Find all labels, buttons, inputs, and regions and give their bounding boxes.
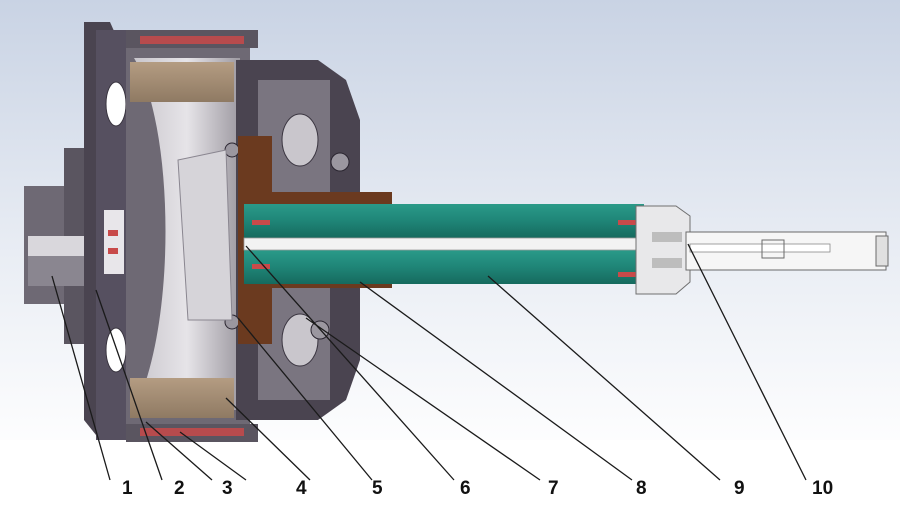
- housing: [84, 22, 258, 442]
- callout-8: 8: [636, 478, 647, 499]
- callout-9: 9: [734, 478, 745, 499]
- callout-3: 3: [222, 478, 233, 499]
- magnet-bottom: [130, 378, 234, 418]
- callout-4: 4: [296, 478, 307, 499]
- teal-tube: [243, 204, 661, 284]
- callout-5: 5: [372, 478, 383, 499]
- callout-2: 2: [174, 478, 185, 499]
- probe-rod: [685, 231, 889, 271]
- callout-labels: 1 2 3 4 5 6 7 8 9 10: [122, 478, 833, 499]
- callout-1: 1: [122, 478, 133, 499]
- copper-flange: [238, 136, 392, 344]
- magnet-top: [130, 62, 234, 102]
- target-plate: [177, 149, 233, 321]
- connector-block: [635, 205, 691, 295]
- callout-6: 6: [460, 478, 471, 499]
- callout-10: 10: [812, 478, 833, 499]
- callout-7: 7: [548, 478, 559, 499]
- leader-lines: [51, 243, 807, 481]
- caption-area: [0, 440, 900, 515]
